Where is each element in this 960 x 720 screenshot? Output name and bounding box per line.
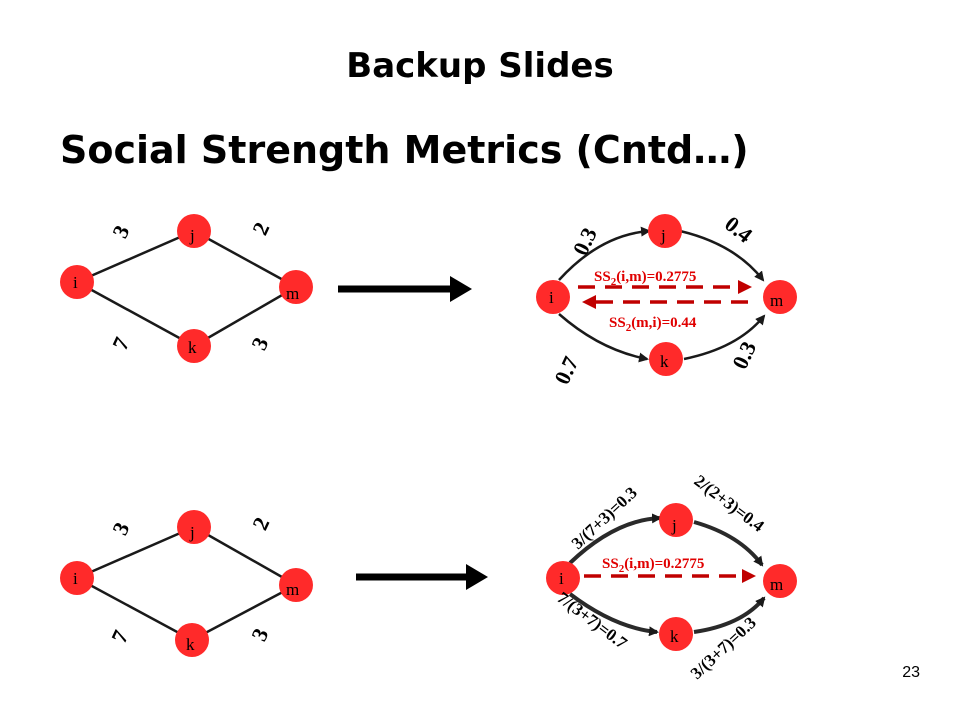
page-number: 23	[902, 664, 920, 681]
edge-i-j	[76, 229, 195, 284]
ss-label-i-m: SS2(i,m)=0.2775	[602, 556, 704, 575]
weight-i-j: 0.3	[568, 224, 602, 259]
edge-j-m	[193, 525, 297, 587]
node-j: j	[177, 510, 211, 544]
edge-j-m	[193, 229, 297, 289]
ss-label-m-i: SS2(m,i)=0.44	[609, 315, 697, 334]
slide-subtitle: Social Strength Metrics (Cntd…)	[60, 128, 749, 172]
svg-text:j: j	[189, 523, 195, 542]
svg-text:k: k	[670, 627, 679, 646]
svg-text:j: j	[671, 516, 677, 535]
node-k: k	[659, 617, 693, 651]
edge-i-k	[76, 280, 195, 348]
weight-j-m: 2	[247, 218, 274, 239]
node-m: m	[763, 564, 797, 598]
node-i: i	[60, 561, 94, 595]
node-k: k	[177, 329, 211, 363]
edge-i-k	[558, 313, 649, 363]
svg-text:k: k	[188, 338, 197, 357]
svg-text:i: i	[549, 288, 554, 307]
weight-k-m: 3	[246, 333, 273, 354]
weight-i-j: 3	[107, 221, 134, 242]
node-m: m	[279, 270, 313, 304]
svg-text:m: m	[770, 575, 783, 594]
node-k: k	[175, 623, 209, 657]
svg-text:i: i	[559, 569, 564, 588]
node-j: j	[659, 503, 693, 537]
node-j: j	[648, 214, 682, 248]
diagram-4: i j k m 3/(7+3)=0.3 2/(2+3)=0.4 7/(3+7)=…	[546, 471, 797, 683]
edge-i-j	[558, 226, 651, 281]
edge-k-m	[191, 583, 297, 642]
edge-j-m	[679, 229, 765, 282]
slide-title: Backup Slides	[346, 46, 614, 86]
transform-arrow-2	[356, 564, 488, 590]
node-i: i	[60, 265, 94, 299]
svg-text:k: k	[186, 635, 195, 654]
diagram-1: i j k m 3 2 7 3	[60, 214, 313, 363]
svg-text:m: m	[770, 291, 783, 310]
edge-k-m	[193, 285, 297, 348]
weight-k-m: 3	[246, 624, 273, 645]
svg-text:j: j	[660, 226, 666, 245]
edge-i-j	[76, 525, 195, 580]
node-i: i	[546, 561, 580, 595]
edge-i-k	[568, 592, 659, 637]
weight-i-j: 3	[107, 518, 134, 539]
node-i: i	[536, 280, 570, 314]
diagram-3: i j k m 3 2 7 3	[60, 510, 313, 657]
svg-text:k: k	[660, 352, 669, 371]
svg-text:m: m	[286, 580, 299, 599]
edge-j-m	[693, 520, 764, 567]
edge-i-k	[76, 576, 193, 642]
svg-text:i: i	[73, 273, 78, 292]
node-j: j	[177, 214, 211, 248]
node-m: m	[763, 280, 797, 314]
svg-text:m: m	[286, 284, 299, 303]
ss-label-i-m: SS2(i,m)=0.2775	[594, 269, 696, 288]
weight-i-k: 7	[106, 626, 133, 647]
edge-k-m	[693, 596, 766, 634]
diagram-2: i j k m 0.3 0.4 0.7 0.3 SS2(i,m)=0.2775	[536, 211, 797, 388]
node-k: k	[649, 342, 683, 376]
edge-k-m	[683, 314, 766, 361]
weight-j-m: 2	[247, 513, 274, 534]
weight-i-k: 0.7	[549, 353, 583, 388]
svg-text:j: j	[189, 226, 195, 245]
node-m: m	[279, 568, 313, 602]
weight-i-k: 7/(3+7)=0.7	[554, 588, 631, 653]
weight-i-k: 7	[107, 333, 134, 354]
weight-j-m: 0.4	[720, 211, 757, 248]
transform-arrow-1	[338, 276, 472, 302]
svg-text:i: i	[73, 569, 78, 588]
edge-i-j	[568, 513, 662, 565]
weight-i-j: 3/(7+3)=0.3	[568, 483, 641, 553]
